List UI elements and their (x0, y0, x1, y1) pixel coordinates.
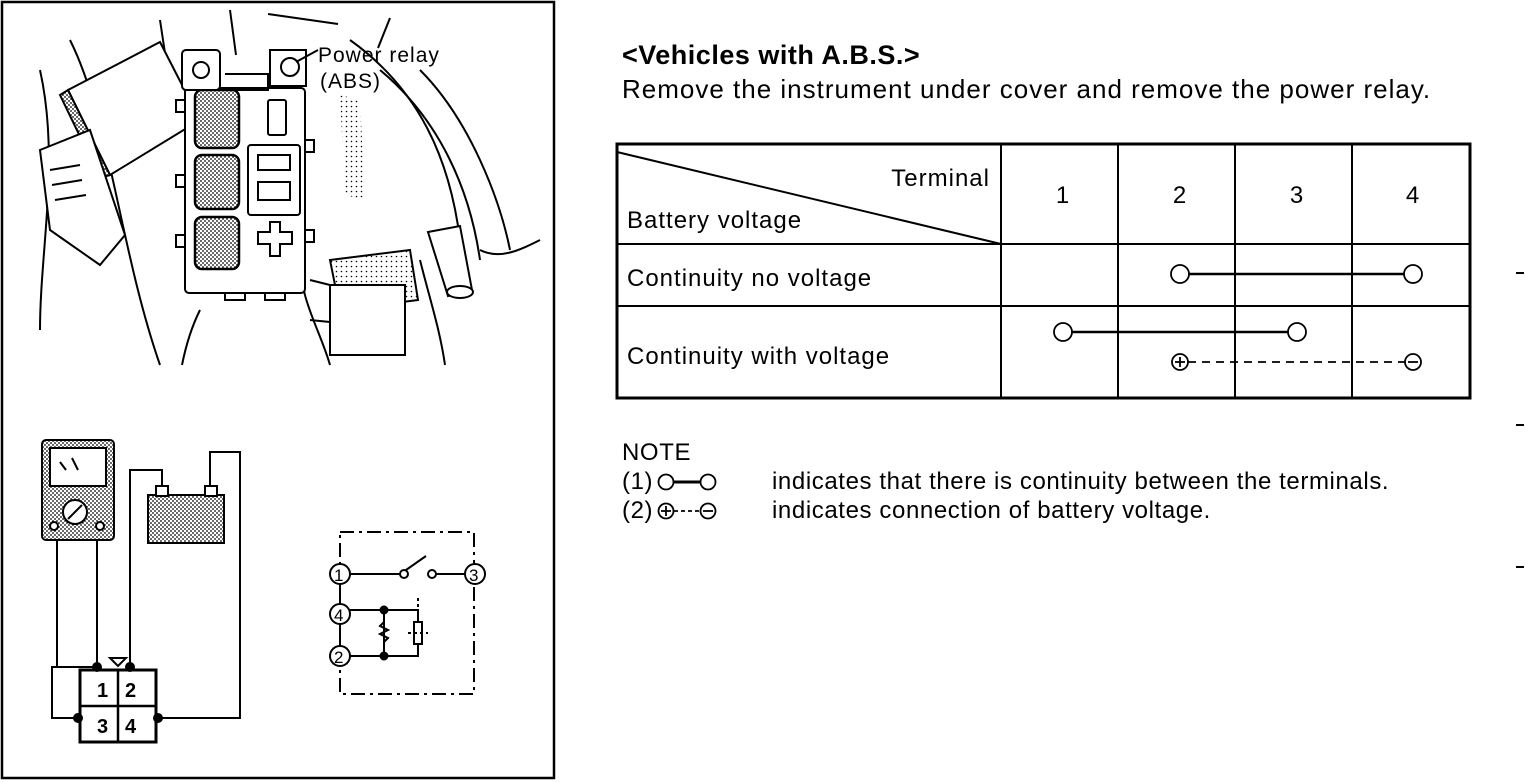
power-relay-callout-line1: Power relay (318, 44, 440, 67)
table-corner-terminal: Terminal (891, 165, 990, 192)
edge-mark (1516, 566, 1524, 568)
schematic-terminal-3: 3 (469, 566, 478, 585)
terminal-circle (1053, 322, 1073, 342)
terminal-circle (1403, 264, 1423, 284)
section-heading: <Vehicles with A.B.S.> (622, 40, 921, 70)
connector-pin-1: 1 (97, 680, 108, 702)
note-item: (1) indicates that there is continuity b… (622, 467, 1522, 496)
schematic-terminal-2: 2 (334, 648, 343, 667)
battery (147, 494, 225, 544)
column-header-3: 3 (1290, 182, 1304, 209)
edge-mark (1516, 272, 1524, 274)
connector-pin-3: 3 (97, 716, 108, 738)
edge-mark (1516, 424, 1524, 426)
connector-pin-2: 2 (125, 680, 136, 702)
schematic-terminal-1: 1 (334, 566, 343, 585)
schematic-terminal-4: 4 (334, 606, 343, 625)
note-item: (2) indicates connection of battery volt… (622, 496, 1522, 525)
instruction-text: Remove the instrument under cover and re… (622, 74, 1432, 104)
relay-illustration: Power relay (ABS) 1 2 3 4 (0, 0, 556, 780)
relay-box-drawing (38, 9, 541, 366)
relay-schematic (329, 531, 486, 695)
figure-frame (0, 0, 556, 780)
battery-connection-symbol-icon (657, 502, 717, 520)
note-item-text: indicates that there is continuity betwe… (772, 468, 1390, 495)
row-label-with-voltage: Continuity with voltage (627, 343, 890, 370)
row-label-no-voltage: Continuity no voltage (627, 265, 872, 292)
terminal-circle (1287, 322, 1307, 342)
continuity-symbol-icon (657, 473, 717, 491)
connector-pin-4: 4 (125, 716, 137, 738)
power-relay-callout-line2: (ABS) (320, 70, 381, 93)
test-circuit-drawing (41, 439, 241, 744)
column-header-1: 1 (1056, 182, 1070, 209)
note-item-text: indicates connection of battery voltage. (772, 497, 1211, 524)
note-title: NOTE (622, 439, 692, 466)
note-item-number: (1) (622, 468, 654, 495)
terminal-circle (1170, 264, 1190, 284)
terminal-continuity-table: Terminal Battery voltage 1 2 3 4 Continu… (615, 142, 1472, 400)
note-item-number: (2) (622, 497, 654, 524)
column-header-4: 4 (1406, 182, 1420, 209)
column-header-2: 2 (1173, 182, 1187, 209)
table-corner-battery-voltage: Battery voltage (627, 207, 802, 234)
